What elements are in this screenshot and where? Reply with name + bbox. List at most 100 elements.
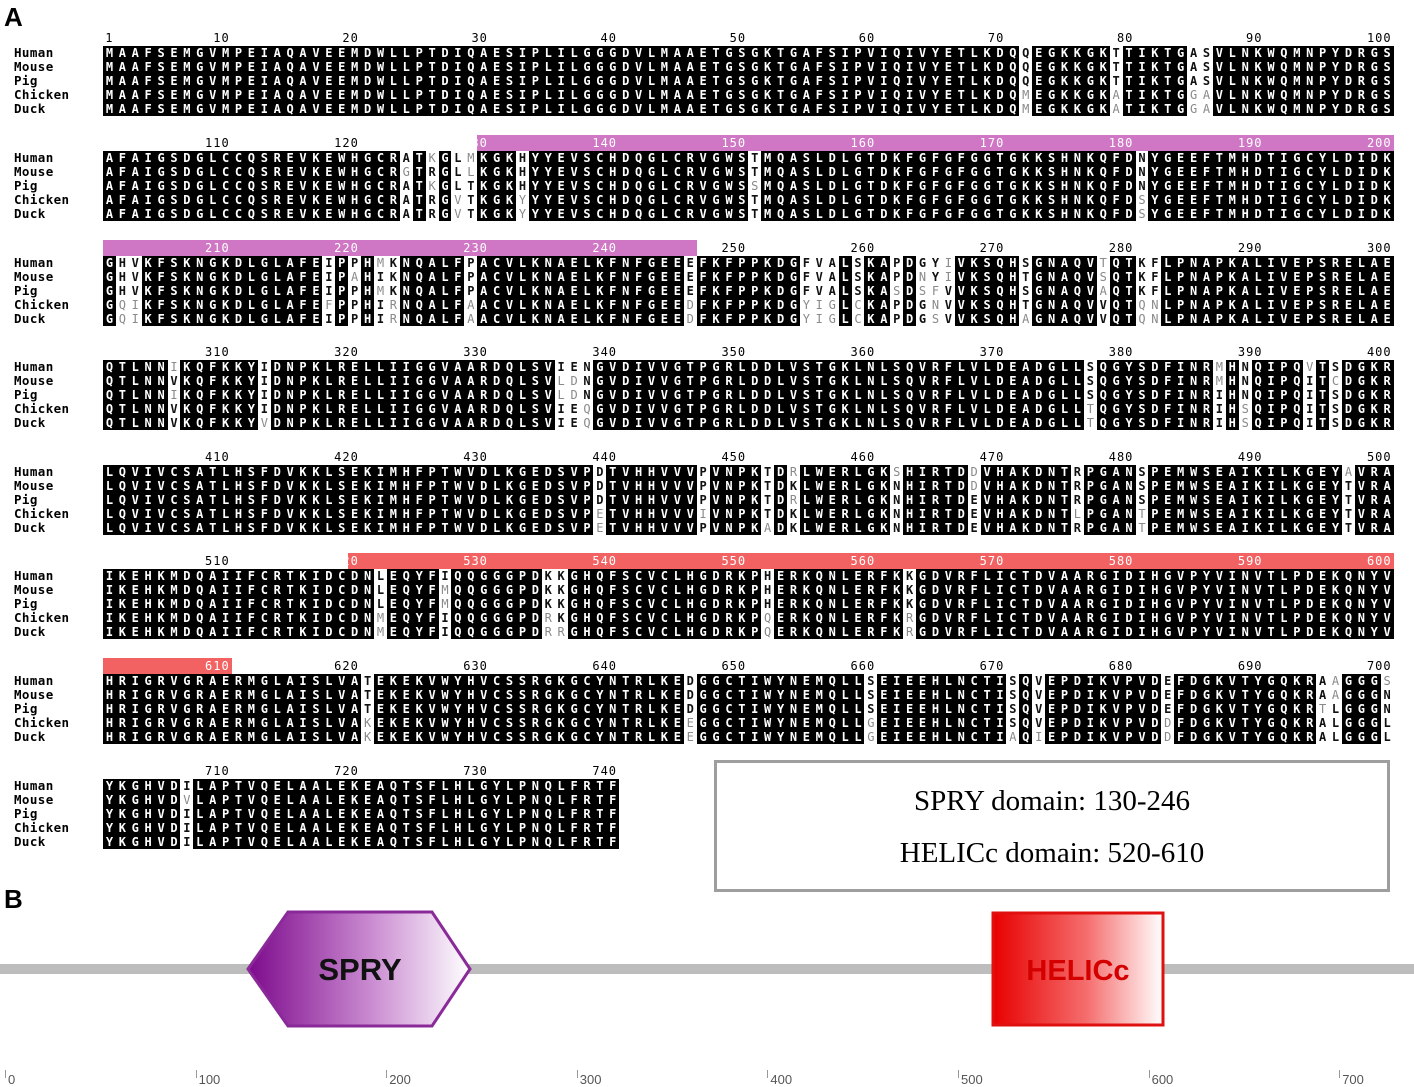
position-tick-label: 420 bbox=[334, 450, 359, 464]
position-tick-label: 200 bbox=[1366, 136, 1392, 150]
position-tick-label: 60 bbox=[858, 31, 876, 45]
species-label: Human bbox=[14, 359, 54, 374]
position-tick-label: 400 bbox=[1366, 345, 1392, 359]
position-tick-label: 380 bbox=[1108, 345, 1134, 359]
position-tick-label: 80 bbox=[1116, 31, 1134, 45]
axis-tick bbox=[576, 1070, 578, 1078]
position-tick-label: 740 bbox=[592, 764, 618, 778]
position-tick-label: 450 bbox=[721, 450, 747, 464]
axis-tick-label: 300 bbox=[579, 1072, 602, 1087]
species-label: Chicken bbox=[14, 715, 70, 730]
position-tick-label: 370 bbox=[979, 345, 1005, 359]
species-label: Pig bbox=[14, 73, 38, 88]
position-tick-label: 140 bbox=[592, 136, 618, 150]
species-label: Duck bbox=[14, 520, 46, 535]
species-label: Human bbox=[14, 150, 54, 165]
axis-tick bbox=[1339, 1070, 1341, 1078]
position-tick-label: 690 bbox=[1237, 659, 1263, 673]
position-tick-label: 270 bbox=[979, 241, 1005, 255]
position-tick-label: 50 bbox=[729, 31, 747, 45]
position-tick-label: 90 bbox=[1246, 31, 1263, 45]
domain-legend-box: SPRY domain: 130-246 HELICc domain: 520-… bbox=[714, 760, 1390, 892]
position-tick-label: 730 bbox=[463, 764, 488, 778]
spry-domain-bar bbox=[477, 135, 1394, 155]
species-label: Duck bbox=[14, 206, 46, 221]
position-tick-label: 590 bbox=[1237, 554, 1263, 568]
position-tick-label: 430 bbox=[463, 450, 488, 464]
position-tick-label: 330 bbox=[463, 345, 488, 359]
position-tick-label: 630 bbox=[463, 659, 488, 673]
position-tick-label: 320 bbox=[334, 345, 359, 359]
position-tick-label: 310 bbox=[205, 345, 230, 359]
species-label: Mouse bbox=[14, 582, 54, 597]
position-tick-label: 280 bbox=[1108, 241, 1134, 255]
species-label: Pig bbox=[14, 178, 38, 193]
panel-b-label: B bbox=[4, 884, 23, 914]
position-tick-label: 440 bbox=[592, 450, 618, 464]
species-label: Mouse bbox=[14, 59, 54, 74]
axis-tick-label: 500 bbox=[961, 1072, 983, 1087]
species-label: Duck bbox=[14, 834, 46, 849]
species-label: Duck bbox=[14, 311, 46, 326]
position-tick-label: 300 bbox=[1366, 241, 1392, 255]
position-tick-label: 100 bbox=[1366, 31, 1392, 45]
position-tick-label: 260 bbox=[850, 241, 876, 255]
species-label: Duck bbox=[14, 624, 46, 639]
position-tick-label: 480 bbox=[1108, 450, 1134, 464]
position-tick-label: 520 bbox=[334, 554, 359, 568]
axis-tick-label: 0 bbox=[8, 1072, 16, 1087]
position-tick-label: 490 bbox=[1237, 450, 1263, 464]
position-tick-label: 670 bbox=[979, 659, 1005, 673]
position-tick-label: 660 bbox=[850, 659, 876, 673]
species-label: Human bbox=[14, 45, 54, 60]
spry-domain-shape bbox=[246, 910, 472, 1028]
position-tick-label: 500 bbox=[1366, 450, 1392, 464]
position-tick-label: 340 bbox=[592, 345, 618, 359]
species-label: Mouse bbox=[14, 478, 54, 493]
species-label: Mouse bbox=[14, 373, 54, 388]
helic-legend-text: HELICc domain: 520-610 bbox=[899, 837, 1205, 869]
position-tick-label: 560 bbox=[850, 554, 876, 568]
species-label: Pig bbox=[14, 492, 38, 507]
position-tick-label: 230 bbox=[463, 241, 488, 255]
species-label: Human bbox=[14, 673, 54, 688]
axis-tick bbox=[195, 1070, 197, 1078]
position-tick-label: 190 bbox=[1237, 136, 1263, 150]
position-tick-label: 10 bbox=[213, 31, 230, 45]
position-tick-label: 390 bbox=[1237, 345, 1263, 359]
species-label: Chicken bbox=[14, 192, 70, 207]
position-tick-label: 530 bbox=[463, 554, 488, 568]
position-tick-label: 610 bbox=[205, 659, 230, 673]
position-tick-label: 470 bbox=[979, 450, 1005, 464]
axis-tick bbox=[767, 1070, 769, 1078]
species-label: Chicken bbox=[14, 610, 70, 625]
